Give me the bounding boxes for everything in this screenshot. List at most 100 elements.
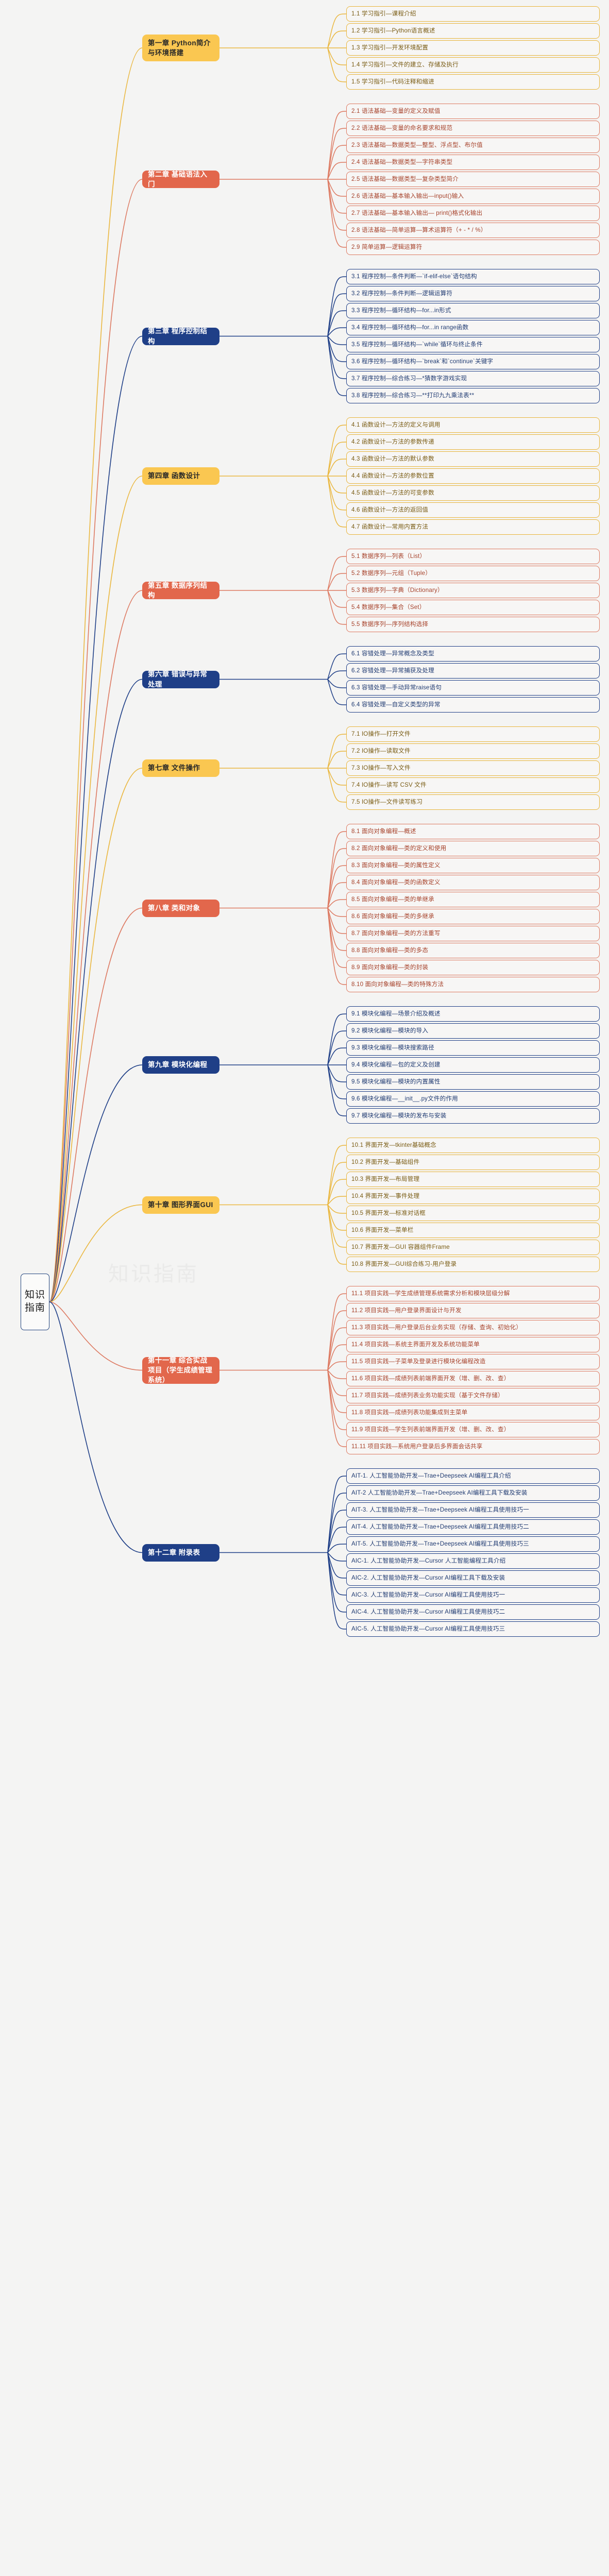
topic-node-ch2-8[interactable]: 2.8 语法基础—简单运算—算术运算符（+ - * / %） xyxy=(346,223,600,238)
topic-node-ch7-1[interactable]: 7.1 IO操作—打开文件 xyxy=(346,726,600,742)
topic-node-ch5-3[interactable]: 5.3 数据序列—字典（Dictionary） xyxy=(346,583,600,598)
topic-node-ch12-8[interactable]: AIC-3. 人工智能协助开发—Cursor AI编程工具使用技巧一 xyxy=(346,1587,600,1603)
chapter-node-ch12[interactable]: 第十二章 附录表 xyxy=(142,1544,219,1562)
topic-node-ch7-5[interactable]: 7.5 IO操作—文件读写练习 xyxy=(346,794,600,810)
topic-node-ch3-1[interactable]: 3.1 程序控制—条件判断—`if-elif-else`语句结构 xyxy=(346,269,600,284)
topic-node-ch2-3[interactable]: 2.3 语法基础—数据类型—整型、浮点型、布尔值 xyxy=(346,138,600,153)
topic-node-ch8-4[interactable]: 8.4 面向对象编程—类的函数定义 xyxy=(346,875,600,890)
topic-node-ch10-4[interactable]: 10.4 界面开发—事件处理 xyxy=(346,1189,600,1204)
topic-node-ch3-5[interactable]: 3.5 程序控制—循环结构—`while`循环与终止条件 xyxy=(346,337,600,352)
topic-node-ch3-7[interactable]: 3.7 程序控制—综合练习—*猜数字游戏实现 xyxy=(346,371,600,386)
topic-node-ch3-8[interactable]: 3.8 程序控制—综合练习—**打印九九乘法表** xyxy=(346,388,600,403)
topic-node-ch10-2[interactable]: 10.2 界面开发—基础组件 xyxy=(346,1155,600,1170)
topic-node-ch4-5[interactable]: 4.5 函数设计—方法的可变参数 xyxy=(346,485,600,501)
chapter-node-ch10[interactable]: 第十章 图形界面GUI xyxy=(142,1196,219,1214)
topic-node-ch4-7[interactable]: 4.7 函数设计—常用内置方法 xyxy=(346,519,600,535)
chapter-node-ch7[interactable]: 第七章 文件操作 xyxy=(142,759,219,777)
topic-node-ch12-1[interactable]: AIT-1. 人工智能协助开发—Trae+Deepseek AI编程工具介绍 xyxy=(346,1468,600,1484)
topic-node-ch7-4[interactable]: 7.4 IO操作—读写 CSV 文件 xyxy=(346,777,600,793)
chapter-node-ch4[interactable]: 第四章 函数设计 xyxy=(142,467,219,485)
topic-node-ch4-4[interactable]: 4.4 函数设计—方法的参数位置 xyxy=(346,468,600,484)
topic-node-ch11-8[interactable]: 11.8 项目实践—成绩列表功能集成到主菜单 xyxy=(346,1405,600,1420)
topic-node-ch7-2[interactable]: 7.2 IO操作—读取文件 xyxy=(346,743,600,759)
chapter-node-ch2[interactable]: 第二章 基础语法入门 xyxy=(142,171,219,188)
topic-node-ch9-2[interactable]: 9.2 模块化编程—模块的导入 xyxy=(346,1023,600,1039)
topic-node-ch6-4[interactable]: 6.4 容错处理—自定义类型的异常 xyxy=(346,697,600,713)
topic-node-ch11-9[interactable]: 11.9 项目实践—学生列表前端界面开发（增、删、改、查） xyxy=(346,1422,600,1437)
topic-node-ch9-3[interactable]: 9.3 模块化编程—模块搜索路径 xyxy=(346,1040,600,1056)
chapter-node-ch9[interactable]: 第九章 模块化编程 xyxy=(142,1056,219,1074)
topic-node-ch4-6[interactable]: 4.6 函数设计—方法的返回值 xyxy=(346,502,600,518)
topic-node-ch9-6[interactable]: 9.6 模块化编程—__init__.py文件的作用 xyxy=(346,1091,600,1107)
topic-node-ch11-3[interactable]: 11.3 项目实践—用户登录后台业务实现（存储、查询、初始化） xyxy=(346,1320,600,1335)
topic-node-ch8-7[interactable]: 8.7 面向对象编程—类的方法重写 xyxy=(346,926,600,941)
chapter-node-ch8[interactable]: 第八章 类和对象 xyxy=(142,899,219,917)
topic-node-ch5-2[interactable]: 5.2 数据序列—元组（Tuple） xyxy=(346,566,600,581)
chapter-node-ch3[interactable]: 第三章 程序控制结构 xyxy=(142,327,219,345)
topic-node-ch12-9[interactable]: AIC-4. 人工智能协助开发—Cursor AI编程工具使用技巧二 xyxy=(346,1604,600,1620)
topic-node-ch2-6[interactable]: 2.6 语法基础—基本输入输出—input()输入 xyxy=(346,189,600,204)
topic-node-ch2-5[interactable]: 2.5 语法基础—数据类型—复杂类型简介 xyxy=(346,172,600,187)
topic-node-ch11-4[interactable]: 11.4 项目实践—系统主界面开发及系统功能菜单 xyxy=(346,1337,600,1352)
topic-node-ch9-4[interactable]: 9.4 模块化编程—包的定义及创建 xyxy=(346,1057,600,1073)
topic-node-ch6-1[interactable]: 6.1 容错处理—异常概念及类型 xyxy=(346,646,600,662)
topic-node-ch10-6[interactable]: 10.6 界面开发—菜单栏 xyxy=(346,1223,600,1238)
topic-node-ch11-5[interactable]: 11.5 项目实践—子菜单及登录进行模块化编程改造 xyxy=(346,1354,600,1369)
topic-node-ch10-3[interactable]: 10.3 界面开发—布局管理 xyxy=(346,1172,600,1187)
topic-node-ch1-4[interactable]: 1.4 学习指引—文件的建立、存储及执行 xyxy=(346,57,600,73)
topic-node-ch11-7[interactable]: 11.7 项目实践—成绩列表业务功能实现（基于文件存储） xyxy=(346,1388,600,1403)
topic-node-ch9-1[interactable]: 9.1 模块化编程—场景介绍及概述 xyxy=(346,1006,600,1022)
topic-node-ch9-7[interactable]: 9.7 模块化编程—模块的发布与安装 xyxy=(346,1108,600,1124)
topic-node-ch12-7[interactable]: AIC-2. 人工智能协助开发—Cursor AI编程工具下载及安装 xyxy=(346,1570,600,1586)
topic-node-ch1-5[interactable]: 1.5 学习指引—代码注释和缩进 xyxy=(346,74,600,90)
root-node[interactable]: 知识指南 xyxy=(21,1274,49,1330)
topic-node-ch8-9[interactable]: 8.9 面向对象编程—类的封装 xyxy=(346,960,600,975)
topic-node-ch11-6[interactable]: 11.6 项目实践—成绩列表前端界面开发（增、删、改、查） xyxy=(346,1371,600,1386)
chapter-node-ch6[interactable]: 第六章 错误与异常处理 xyxy=(142,670,219,688)
topic-node-ch7-3[interactable]: 7.3 IO操作—写入文件 xyxy=(346,760,600,776)
topic-node-ch11-1[interactable]: 11.1 项目实践—学生成绩管理系统需求分析和模块层级分解 xyxy=(346,1286,600,1301)
topic-node-ch9-5[interactable]: 9.5 模块化编程—模块的内置属性 xyxy=(346,1074,600,1090)
topic-node-ch2-4[interactable]: 2.4 语法基础—数据类型—字符串类型 xyxy=(346,155,600,170)
topic-node-ch1-2[interactable]: 1.2 学习指引—Python语言概述 xyxy=(346,23,600,39)
topic-node-ch8-5[interactable]: 8.5 面向对象编程—类的单继承 xyxy=(346,892,600,907)
topic-node-ch2-1[interactable]: 2.1 语法基础—变量的定义及赋值 xyxy=(346,104,600,119)
topic-node-ch5-4[interactable]: 5.4 数据序列—集合（Set） xyxy=(346,600,600,615)
topic-node-ch5-5[interactable]: 5.5 数据序列—序列结构选择 xyxy=(346,617,600,632)
topic-node-ch4-1[interactable]: 4.1 函数设计—方法的定义与调用 xyxy=(346,417,600,433)
topic-node-ch12-10[interactable]: AIC-5. 人工智能协助开发—Cursor AI编程工具使用技巧三 xyxy=(346,1621,600,1637)
topic-node-ch11-2[interactable]: 11.2 项目实践—用户登录界面设计与开发 xyxy=(346,1303,600,1318)
topic-node-ch2-7[interactable]: 2.7 语法基础—基本输入输出— print()格式化输出 xyxy=(346,206,600,221)
topic-node-ch8-6[interactable]: 8.6 面向对象编程—类的多继承 xyxy=(346,909,600,924)
topic-node-ch6-2[interactable]: 6.2 容错处理—异常捕获及处理 xyxy=(346,663,600,679)
topic-node-ch8-3[interactable]: 8.3 面向对象编程—类的属性定义 xyxy=(346,858,600,873)
chapter-node-ch11[interactable]: 第十一章 综合实战项目（学生成绩管理系统） xyxy=(142,1357,219,1384)
topic-node-ch2-9[interactable]: 2.9 简单运算—逻辑运算符 xyxy=(346,240,600,255)
topic-node-ch8-1[interactable]: 8.1 面向对象编程—概述 xyxy=(346,824,600,839)
topic-node-ch8-8[interactable]: 8.8 面向对象编程—类的多态 xyxy=(346,943,600,958)
topic-node-ch5-1[interactable]: 5.1 数据序列—列表（List） xyxy=(346,549,600,564)
topic-node-ch12-3[interactable]: AIT-3. 人工智能协助开发—Trae+Deepseek AI编程工具使用技巧… xyxy=(346,1502,600,1518)
topic-node-ch6-3[interactable]: 6.3 容错处理—手动异常raise语句 xyxy=(346,680,600,696)
topic-node-ch10-8[interactable]: 10.8 界面开发—GUI综合练习-用户登录 xyxy=(346,1257,600,1272)
topic-node-ch10-7[interactable]: 10.7 界面开发—GUI 容器组件Frame xyxy=(346,1240,600,1255)
topic-node-ch12-2[interactable]: AIT-2 人工智能协助开发—Trae+Deepseek AI编程工具下载及安装 xyxy=(346,1485,600,1501)
topic-node-ch3-2[interactable]: 3.2 程序控制—条件判断—逻辑运算符 xyxy=(346,286,600,301)
topic-node-ch1-3[interactable]: 1.3 学习指引—开发环境配置 xyxy=(346,40,600,56)
topic-node-ch1-1[interactable]: 1.1 学习指引—课程介绍 xyxy=(346,6,600,22)
topic-node-ch3-3[interactable]: 3.3 程序控制—循环结构—for...in形式 xyxy=(346,303,600,318)
topic-node-ch10-5[interactable]: 10.5 界面开发—标准对话框 xyxy=(346,1206,600,1221)
topic-node-ch11-10[interactable]: 11.11 项目实践—系统用户登录后多界面会话共享 xyxy=(346,1439,600,1454)
topic-node-ch8-10[interactable]: 8.10 面向对象编程—类的特殊方法 xyxy=(346,977,600,992)
chapter-node-ch1[interactable]: 第一章 Python简介与环境搭建 xyxy=(142,35,219,61)
topic-node-ch4-2[interactable]: 4.2 函数设计—方法的参数传递 xyxy=(346,434,600,450)
topic-node-ch3-4[interactable]: 3.4 程序控制—循环结构—for...in range函数 xyxy=(346,320,600,335)
chapter-node-ch5[interactable]: 第五章 数据序列结构 xyxy=(142,582,219,599)
topic-node-ch3-6[interactable]: 3.6 程序控制—循环结构—`break`和`continue`关键字 xyxy=(346,354,600,369)
topic-node-ch2-2[interactable]: 2.2 语法基础—变量的命名要求和规范 xyxy=(346,121,600,136)
topic-node-ch10-1[interactable]: 10.1 界面开发—tkinter基础概念 xyxy=(346,1138,600,1153)
topic-node-ch12-6[interactable]: AIC-1. 人工智能协助开发—Cursor 人工智能编程工具介绍 xyxy=(346,1553,600,1569)
topic-node-ch12-4[interactable]: AIT-4. 人工智能协助开发—Trae+Deepseek AI编程工具使用技巧… xyxy=(346,1519,600,1535)
topic-node-ch12-5[interactable]: AIT-5. 人工智能协助开发—Trae+Deepseek AI编程工具使用技巧… xyxy=(346,1536,600,1552)
topic-node-ch8-2[interactable]: 8.2 面向对象编程—类的定义和使用 xyxy=(346,841,600,856)
